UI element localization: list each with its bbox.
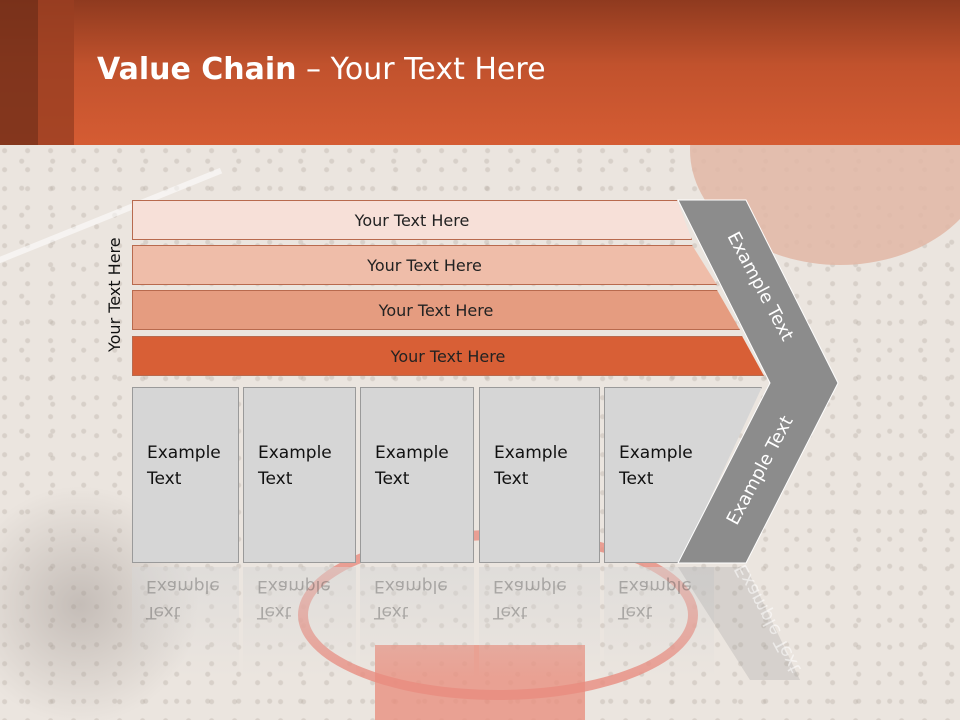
chevron-shape <box>677 199 839 564</box>
box-line-2: Text <box>147 469 182 489</box>
box-line-2: Text <box>494 469 529 489</box>
band-4[interactable]: Your Text Here <box>132 336 764 376</box>
box-line-1: Example <box>619 443 693 463</box>
box-line-2: Text <box>375 469 410 489</box>
band-label: Your Text Here <box>354 210 470 230</box>
title-bold: Value Chain <box>97 52 297 87</box>
chevron-reflection <box>678 567 800 680</box>
title-rest: – Your Text Here <box>296 52 546 87</box>
band-label: Your Text Here <box>367 255 482 275</box>
box-line-2: Text <box>258 469 293 489</box>
box-line-1: Example <box>147 443 221 463</box>
box-line-1: Example <box>494 443 568 463</box>
band-2[interactable]: Your Text Here <box>132 245 717 285</box>
box-line-1: Example <box>258 443 332 463</box>
band-label: Your Text Here <box>378 300 494 320</box>
page-title: Value Chain – Your Text Here <box>97 52 546 87</box>
band-1[interactable]: Your Text Here <box>132 200 692 240</box>
band-3[interactable]: Your Text Here <box>132 290 740 330</box>
box-line-1: Example <box>375 443 449 463</box>
header-stripe <box>0 0 38 145</box>
slide-header: Value Chain – Your Text Here <box>0 0 960 145</box>
band-label: Your Text Here <box>390 346 506 366</box>
header-stripe <box>38 0 74 145</box>
box-line-2: Text <box>619 469 654 489</box>
